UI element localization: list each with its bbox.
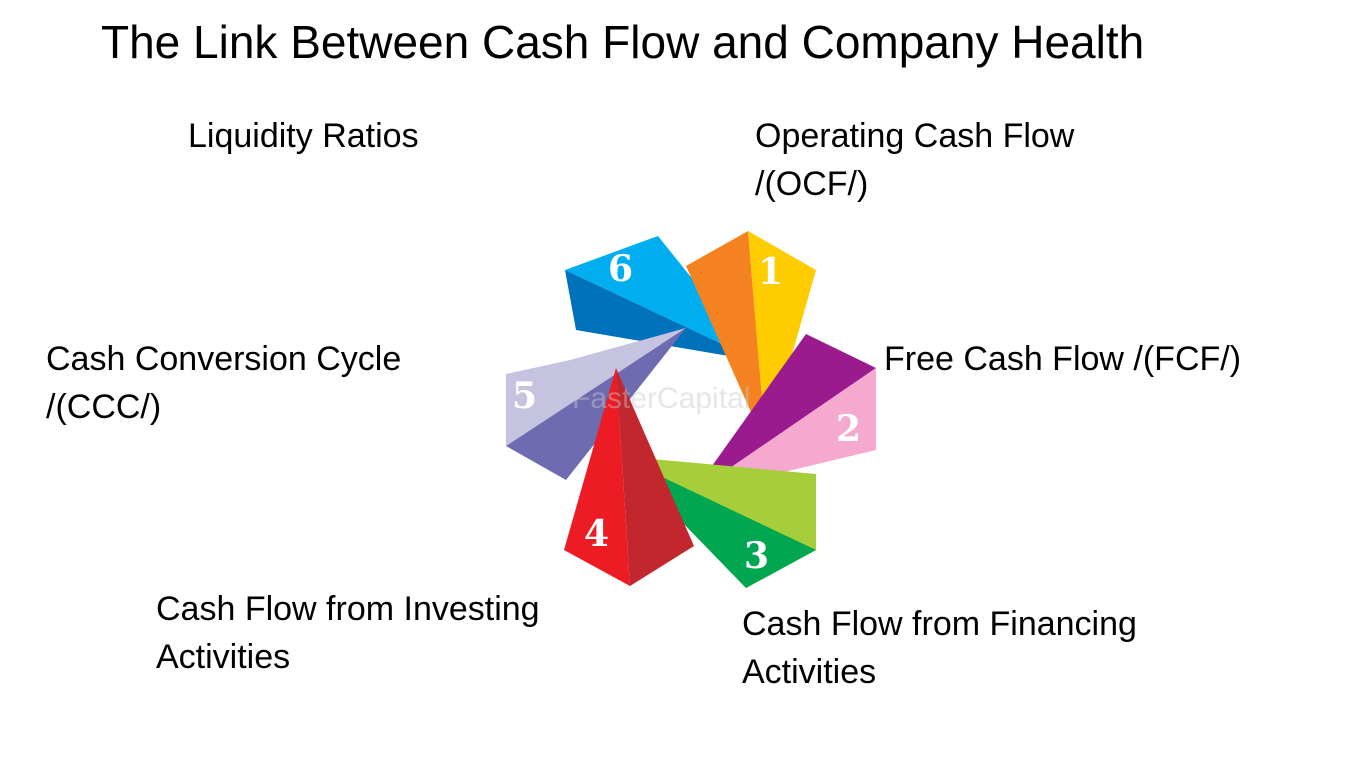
- label-investing-activities: Cash Flow from Investing Activities: [156, 585, 540, 681]
- pinwheel-diagram: 6 5 1 2 3 4 FasterCapital: [506, 231, 876, 588]
- label-liquidity-ratios: Liquidity Ratios: [188, 112, 419, 160]
- segment-4: 4: [564, 368, 694, 586]
- segment-6: 6: [565, 236, 758, 361]
- segment-2-face-b: [692, 368, 876, 494]
- label-financing-line1: Cash Flow from Financing: [742, 605, 1137, 643]
- label-financing-activities: Cash Flow from Financing Activities: [742, 600, 1137, 696]
- segment-6-face-a: [565, 236, 758, 361]
- segment-3-number: 3: [744, 535, 769, 577]
- segment-2: 2: [692, 334, 876, 494]
- segment-1-number: 1: [758, 251, 783, 293]
- segment-5-face-b: [506, 328, 686, 480]
- segment-5: 5: [506, 328, 686, 480]
- label-ocf-line2: /(OCF/): [755, 165, 869, 203]
- segment-1-face-a: [686, 231, 766, 446]
- segment-6-number: 6: [608, 248, 633, 290]
- label-investing-line2: Activities: [156, 638, 291, 676]
- segment-4-face-b: [616, 368, 694, 586]
- segment-4-face-a: [564, 368, 630, 586]
- page-title: The Link Between Cash Flow and Company H…: [101, 16, 1145, 68]
- segment-6-face-b: [565, 270, 758, 361]
- label-investing-line1: Cash Flow from Investing: [156, 590, 540, 628]
- watermark-text: FasterCapital: [572, 382, 750, 415]
- segment-5-number: 5: [512, 375, 537, 417]
- label-ccc-line2: /(CCC/): [46, 388, 162, 426]
- label-free-cash-flow: Free Cash Flow /(FCF/): [884, 335, 1241, 383]
- label-fcf-text: Free Cash Flow /(FCF/): [884, 340, 1242, 378]
- label-cash-conversion-cycle: Cash Conversion Cycle /(CCC/): [46, 335, 401, 431]
- label-liquidity-text: Liquidity Ratios: [188, 117, 419, 155]
- segment-4-number: 4: [584, 513, 609, 555]
- label-operating-cash-flow: Operating Cash Flow /(OCF/): [755, 112, 1074, 208]
- label-financing-line2: Activities: [742, 653, 877, 691]
- label-ocf-line1: Operating Cash Flow: [755, 117, 1075, 155]
- label-ccc-line1: Cash Conversion Cycle: [46, 340, 402, 378]
- segment-2-face-a: [692, 334, 876, 494]
- segment-2-number: 2: [836, 408, 861, 450]
